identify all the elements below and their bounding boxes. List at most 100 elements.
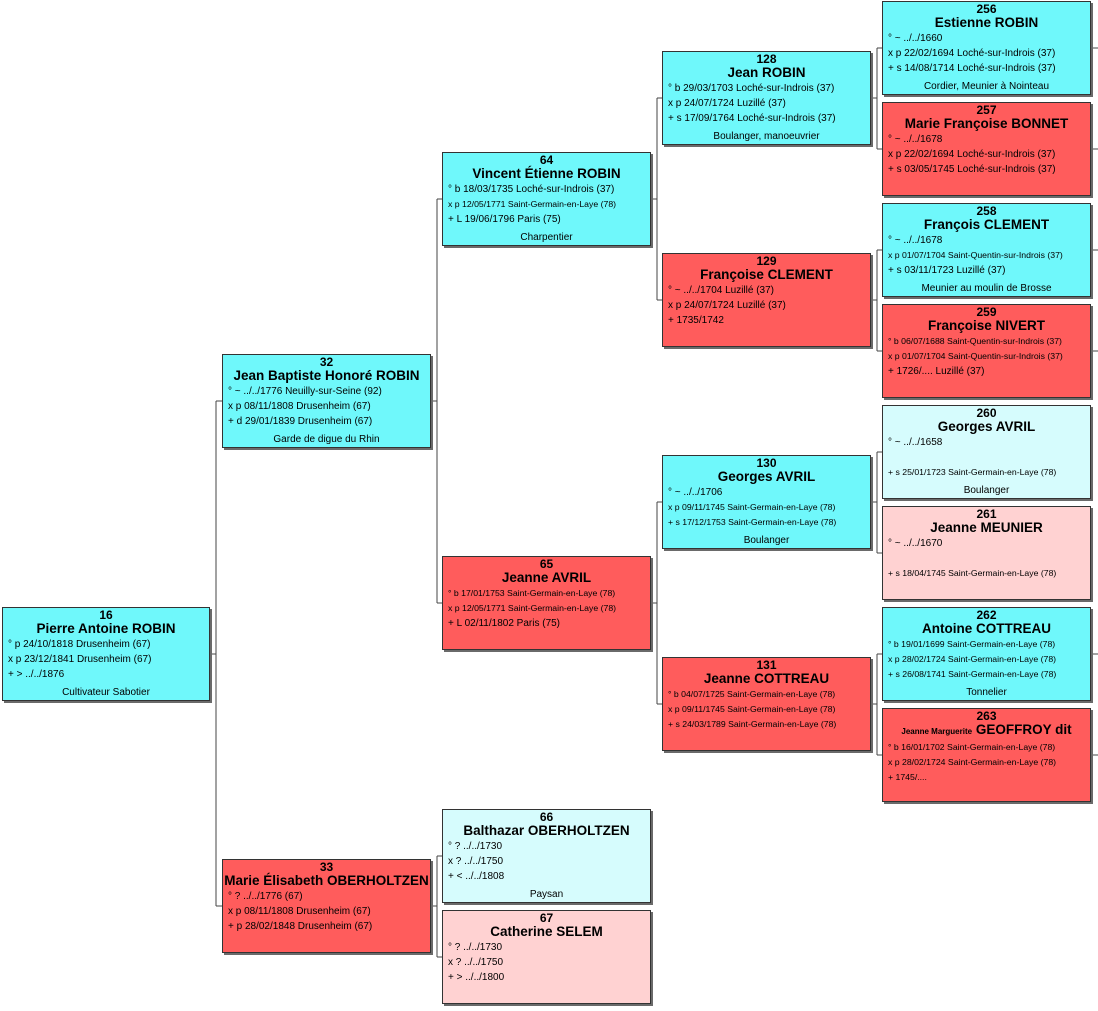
sosa-number: 33	[319, 860, 334, 874]
person-name: Vincent Étienne ROBIN	[472, 166, 621, 181]
death-event: + s 17/12/1753 Saint-Germain-en-Laye (78…	[668, 517, 837, 527]
sosa-number: 261	[976, 507, 997, 521]
occupation: Cultivateur Sabotier	[62, 687, 150, 698]
death-event: + s 03/05/1745 Loché-sur-Indrois (37)	[888, 164, 1056, 175]
marriage-event: x p 23/12/1841 Drusenheim (67)	[8, 654, 152, 665]
person-name-prefix: Jeanne Marguerite	[901, 727, 973, 736]
person-name: Georges AVRIL	[717, 469, 816, 484]
birth-event: ° ? ../../1730	[448, 841, 503, 852]
marriage-event: x p 28/02/1724 Saint-Germain-en-Laye (78…	[888, 757, 1057, 767]
person-name-main: GEOFFROY dit	[975, 722, 1072, 737]
death-event: + s 25/01/1723 Saint-Germain-en-Laye (78…	[888, 467, 1057, 477]
death-event: + s 17/09/1764 Loché-sur-Indrois (37)	[668, 113, 836, 124]
sosa-number: 260	[976, 406, 997, 420]
occupation: Charpentier	[520, 232, 573, 243]
sosa-number: 67	[539, 911, 554, 925]
birth-event: ° ~ ../../1678	[888, 134, 943, 145]
marriage-event: x p 09/11/1745 Saint-Germain-en-Laye (78…	[668, 704, 836, 714]
death-event: + > ../../1876	[8, 669, 65, 680]
marriage-event: x p 01/07/1704 Saint-Quentin-sur-Indrois…	[888, 250, 1063, 260]
person-name: Jean ROBIN	[727, 65, 806, 80]
marriage-event	[883, 450, 1090, 465]
occupation: Boulanger	[743, 535, 790, 546]
death-event: + L 19/06/1796 Paris (75)	[448, 214, 561, 225]
birth-event: ° ~ ../../1706	[668, 487, 723, 498]
marriage-event: x ? ../../1750	[448, 856, 504, 867]
marriage-event: x ? ../../1750	[448, 957, 504, 968]
death-event: + 1735/1742	[668, 315, 724, 326]
person-name: Georges AVRIL	[937, 419, 1036, 434]
marriage-event: x p 08/11/1808 Drusenheim (67)	[228, 401, 371, 412]
marriage-event: x p 12/05/1771 Saint-Germain-en-Laye (78…	[448, 603, 617, 613]
birth-event: ° ~ ../../1660	[888, 33, 943, 44]
birth-event: ° ~ ../../1670	[888, 538, 943, 549]
marriage-event: x p 08/11/1808 Drusenheim (67)	[228, 906, 371, 917]
sosa-number: 66	[539, 810, 554, 824]
sosa-number: 131	[756, 658, 777, 672]
occupation: Boulanger	[963, 485, 1010, 496]
birth-event: ° p 24/10/1818 Drusenheim (67)	[8, 639, 151, 650]
marriage-event: x p 12/05/1771 Saint-Germain-en-Laye (78…	[448, 199, 617, 209]
sosa-number: 64	[539, 153, 554, 167]
death-event: + s 24/03/1789 Saint-Germain-en-Laye (78…	[668, 719, 837, 729]
birth-event: ° b 17/01/1753 Saint-Germain-en-Laye (78…	[448, 588, 616, 598]
birth-event: ° b 06/07/1688 Saint-Quentin-sur-Indrois…	[888, 336, 1062, 346]
death-event: + s 14/08/1714 Loché-sur-Indrois (37)	[888, 63, 1056, 74]
person-name: Jeanne AVRIL	[501, 570, 592, 585]
person-name: Estienne ROBIN	[934, 15, 1039, 30]
birth-event: ° ? ../../1776 (67)	[228, 891, 303, 902]
marriage-event: x p 22/02/1694 Loché-sur-Indrois (37)	[888, 149, 1056, 160]
sosa-number: 262	[976, 608, 997, 622]
occupation: Paysan	[529, 889, 564, 900]
marriage-event: x p 22/02/1694 Loché-sur-Indrois (37)	[888, 48, 1056, 59]
marriage-event: x p 09/11/1745 Saint-Germain-en-Laye (78…	[668, 502, 836, 512]
occupation: Meunier au moulin de Brosse	[921, 283, 1052, 294]
marriage-event: x p 01/07/1704 Saint-Quentin-sur-Indrois…	[888, 351, 1063, 361]
birth-event: ° ~ ../../1704 Luzillé (37)	[668, 285, 775, 296]
birth-event: ° ~ ../../1678	[888, 235, 943, 246]
occupation: Boulanger, manoeuvrier	[713, 131, 820, 142]
death-event: + L 02/11/1802 Paris (75)	[448, 618, 561, 629]
person-name: Marie Françoise BONNET	[904, 116, 1069, 131]
birth-event: ° ~ ../../1776 Neuilly-sur-Seine (92)	[228, 386, 382, 397]
sosa-number: 259	[976, 305, 997, 319]
birth-event: ° b 19/01/1699 Saint-Germain-en-Laye (78…	[888, 639, 1056, 649]
sosa-number: 257	[976, 103, 997, 117]
marriage-event: x p 28/02/1724 Saint-Germain-en-Laye (78…	[888, 654, 1057, 664]
death-event: + > ../../1800	[448, 972, 505, 983]
birth-event: ° b 18/03/1735 Loché-sur-Indrois (37)	[448, 184, 615, 195]
sosa-number: 130	[756, 456, 777, 470]
person-name: Marie Élisabeth OBERHOLTZEN	[224, 873, 429, 888]
sosa-number: 258	[976, 204, 997, 218]
occupation: Garde de digue du Rhin	[273, 434, 380, 445]
birth-event: ° b 04/07/1725 Saint-Germain-en-Laye (78…	[668, 689, 836, 699]
person-name: Antoine COTTREAU	[922, 621, 1051, 636]
death-event: + 1745/....	[888, 772, 927, 782]
marriage-event: x p 24/07/1724 Luzillé (37)	[668, 300, 786, 311]
death-event: + p 28/02/1848 Drusenheim (67)	[228, 921, 373, 932]
sosa-number: 129	[756, 254, 777, 268]
birth-event: ° ~ ../../1658	[888, 437, 943, 448]
person-name: Catherine SELEM	[490, 924, 603, 939]
person-name: Jeanne COTTREAU	[703, 671, 830, 686]
